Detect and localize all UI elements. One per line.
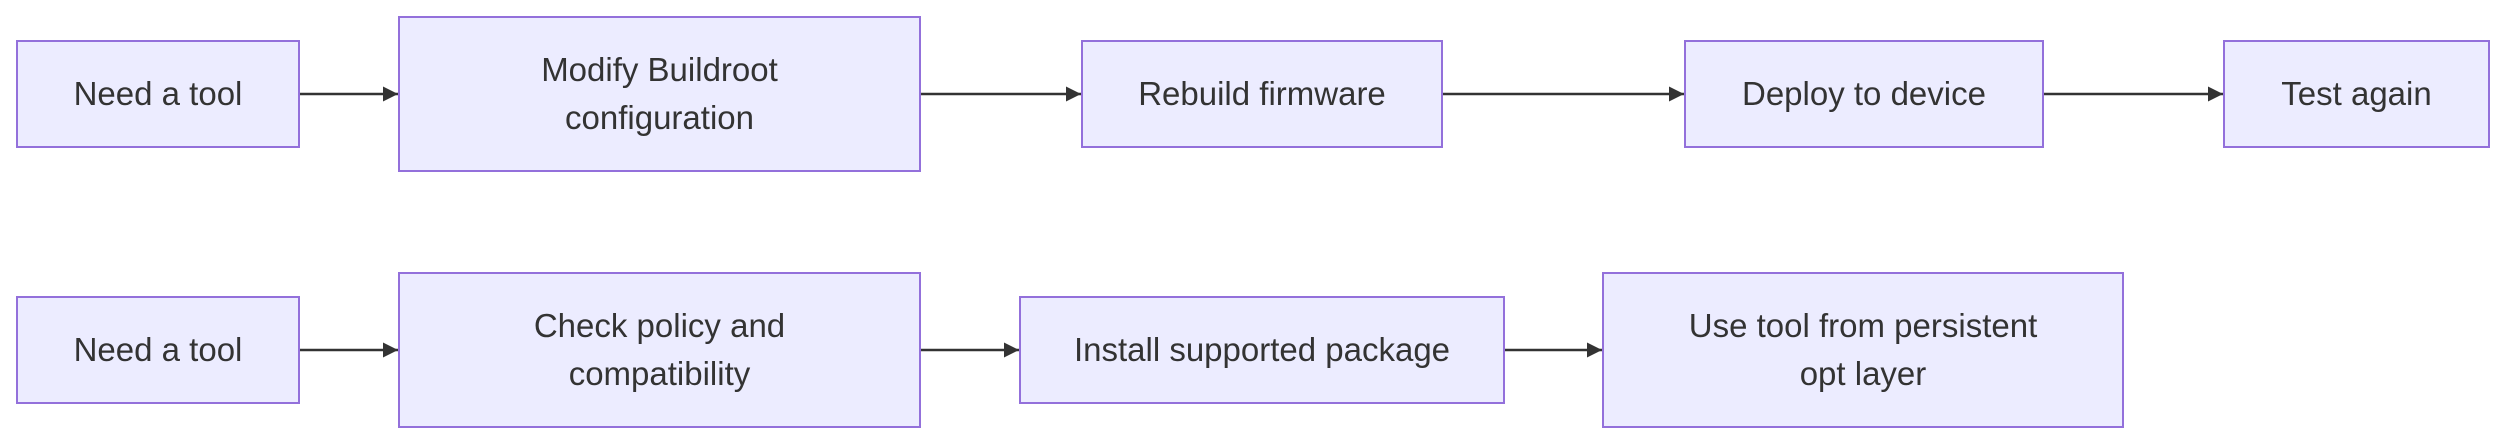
node-label: Check policy and compatibility [533, 307, 786, 392]
edges-layer [300, 86, 2223, 358]
node-label: Rebuild firmware [1138, 75, 1386, 112]
node-label: Need a tool [73, 331, 243, 368]
node-install-supported-package: Install supported package [1019, 296, 1505, 404]
node-rebuild-firmware: Rebuild firmware [1081, 40, 1443, 148]
node-label: Install supported package [1073, 331, 1451, 368]
node-modify-buildroot-configuration: Modify Buildroot configuration [398, 16, 921, 172]
node-label: Deploy to device [1742, 75, 1986, 112]
node-use-tool-from-persistent-opt-layer: Use tool from persistent opt layer [1602, 272, 2124, 428]
node-test-again: Test again [2223, 40, 2490, 148]
node-deploy-to-device: Deploy to device [1684, 40, 2044, 148]
node-label: Test again [2281, 75, 2432, 112]
node-label: Need a tool [73, 75, 243, 112]
node-label: Modify Buildroot configuration [541, 51, 778, 136]
node-check-policy-and-compatibility: Check policy and compatibility [398, 272, 921, 428]
node-label: Use tool from persistent opt layer [1688, 307, 2038, 392]
node-need-a-tool-1: Need a tool [16, 40, 300, 148]
node-need-a-tool-2: Need a tool [16, 296, 300, 404]
